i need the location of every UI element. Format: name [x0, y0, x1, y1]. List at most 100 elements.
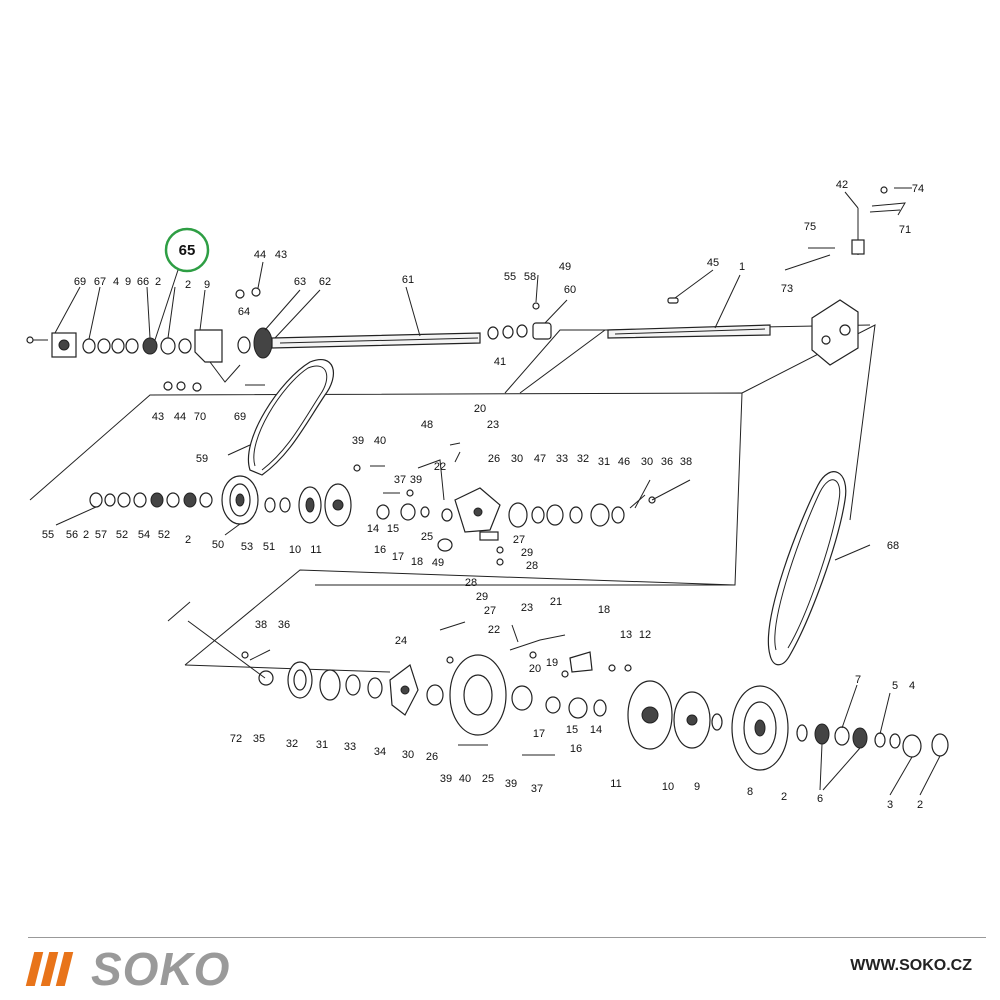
callout: 2	[781, 791, 787, 803]
callout: 28	[465, 577, 477, 589]
callout: 21	[550, 596, 562, 608]
callout: 66	[137, 276, 149, 288]
callout: 26	[488, 453, 500, 465]
callout: 55	[504, 271, 516, 283]
website-link[interactable]: WWW.SOKO.CZ	[850, 957, 972, 974]
callout: 40	[459, 773, 471, 785]
callout: 69	[74, 276, 86, 288]
callout: 9	[204, 279, 210, 291]
callout: 18	[598, 604, 610, 616]
callout: 48	[421, 419, 433, 431]
callout: 34	[374, 746, 386, 758]
callout: 2	[185, 534, 191, 546]
callout: 54	[138, 529, 150, 541]
callout: 43	[275, 249, 287, 261]
highlight-label: 65	[179, 242, 196, 259]
callout: 41	[494, 356, 506, 368]
highlight-65[interactable]: 65	[154, 227, 210, 341]
callout: 39	[352, 435, 364, 447]
callout: 52	[116, 529, 128, 541]
upper-shaft-assembly	[26, 287, 552, 392]
callout: 35	[253, 733, 265, 745]
callout: 30	[641, 456, 653, 468]
callout: 58	[524, 271, 536, 283]
callout: 61	[402, 274, 414, 286]
bottom-row-assembly	[241, 621, 949, 771]
callout: 45	[707, 257, 719, 269]
callout: 22	[488, 624, 500, 636]
callout: 44	[254, 249, 266, 261]
v-belt-59	[247, 359, 334, 476]
callout: 30	[402, 749, 414, 761]
brand-bar	[55, 952, 74, 986]
callout: 70	[194, 411, 206, 423]
callout: 26	[426, 751, 438, 763]
callout: 20	[474, 403, 486, 415]
callout: 46	[618, 456, 630, 468]
callout: 51	[263, 541, 275, 553]
brand-bar	[40, 952, 59, 986]
right-shaft-assembly	[607, 186, 906, 366]
callout: 75	[804, 221, 816, 233]
callout: 14	[367, 523, 379, 535]
callout: 12	[639, 629, 651, 641]
brand-name: SOKO	[91, 943, 231, 995]
callout: 1	[739, 261, 745, 273]
callout: 60	[564, 284, 576, 296]
callout: 62	[319, 276, 331, 288]
brand-logo: SOKO	[25, 943, 231, 995]
callout: 72	[230, 733, 242, 745]
callout: 31	[316, 739, 328, 751]
callout: 44	[174, 411, 186, 423]
callout: 28	[526, 560, 538, 572]
middle-row-assembly	[89, 442, 656, 566]
callout: 16	[570, 743, 582, 755]
callout: 37	[394, 474, 406, 486]
callout: 39	[505, 778, 517, 790]
callout: 4	[909, 680, 915, 692]
callout: 31	[598, 456, 610, 468]
callout: 2	[185, 279, 191, 291]
callout: 38	[680, 456, 692, 468]
v-belt-68	[767, 471, 847, 666]
callout: 10	[289, 544, 301, 556]
callout: 39	[410, 474, 422, 486]
callout: 22	[434, 461, 446, 473]
callout: 39	[440, 773, 452, 785]
callout: 57	[95, 529, 107, 541]
callout: 37	[531, 783, 543, 795]
callout: 50	[212, 539, 224, 551]
callout: 16	[374, 544, 386, 556]
callout-labels: 69 67 4 9 66 2 2 9 44 43 63 62 64 61 43 …	[42, 179, 924, 811]
brand-bars-icon	[25, 952, 75, 986]
callout: 9	[694, 781, 700, 793]
callout: 53	[241, 541, 253, 553]
callout: 24	[395, 635, 407, 647]
callout: 25	[482, 773, 494, 785]
callout: 49	[432, 557, 444, 569]
callout: 15	[387, 523, 399, 535]
callout: 36	[278, 619, 290, 631]
callout: 4	[113, 276, 119, 288]
callout: 19	[546, 657, 558, 669]
callout: 23	[521, 602, 533, 614]
callout: 10	[662, 781, 674, 793]
callout: 29	[521, 547, 533, 559]
callout: 42	[836, 179, 848, 191]
callout: 6	[817, 793, 823, 805]
callout: 43	[152, 411, 164, 423]
callout: 47	[534, 453, 546, 465]
callout: 30	[511, 453, 523, 465]
callout: 2	[917, 799, 923, 811]
callout: 74	[912, 183, 924, 195]
callout: 18	[411, 556, 423, 568]
callout: 56	[66, 529, 78, 541]
callout: 68	[887, 540, 899, 552]
callout: 49	[559, 261, 571, 273]
callout: 33	[344, 741, 356, 753]
leader-lines	[54, 187, 941, 796]
callout: 11	[310, 544, 321, 556]
callout: 7	[855, 674, 861, 686]
callout: 55	[42, 529, 54, 541]
callout: 38	[255, 619, 267, 631]
